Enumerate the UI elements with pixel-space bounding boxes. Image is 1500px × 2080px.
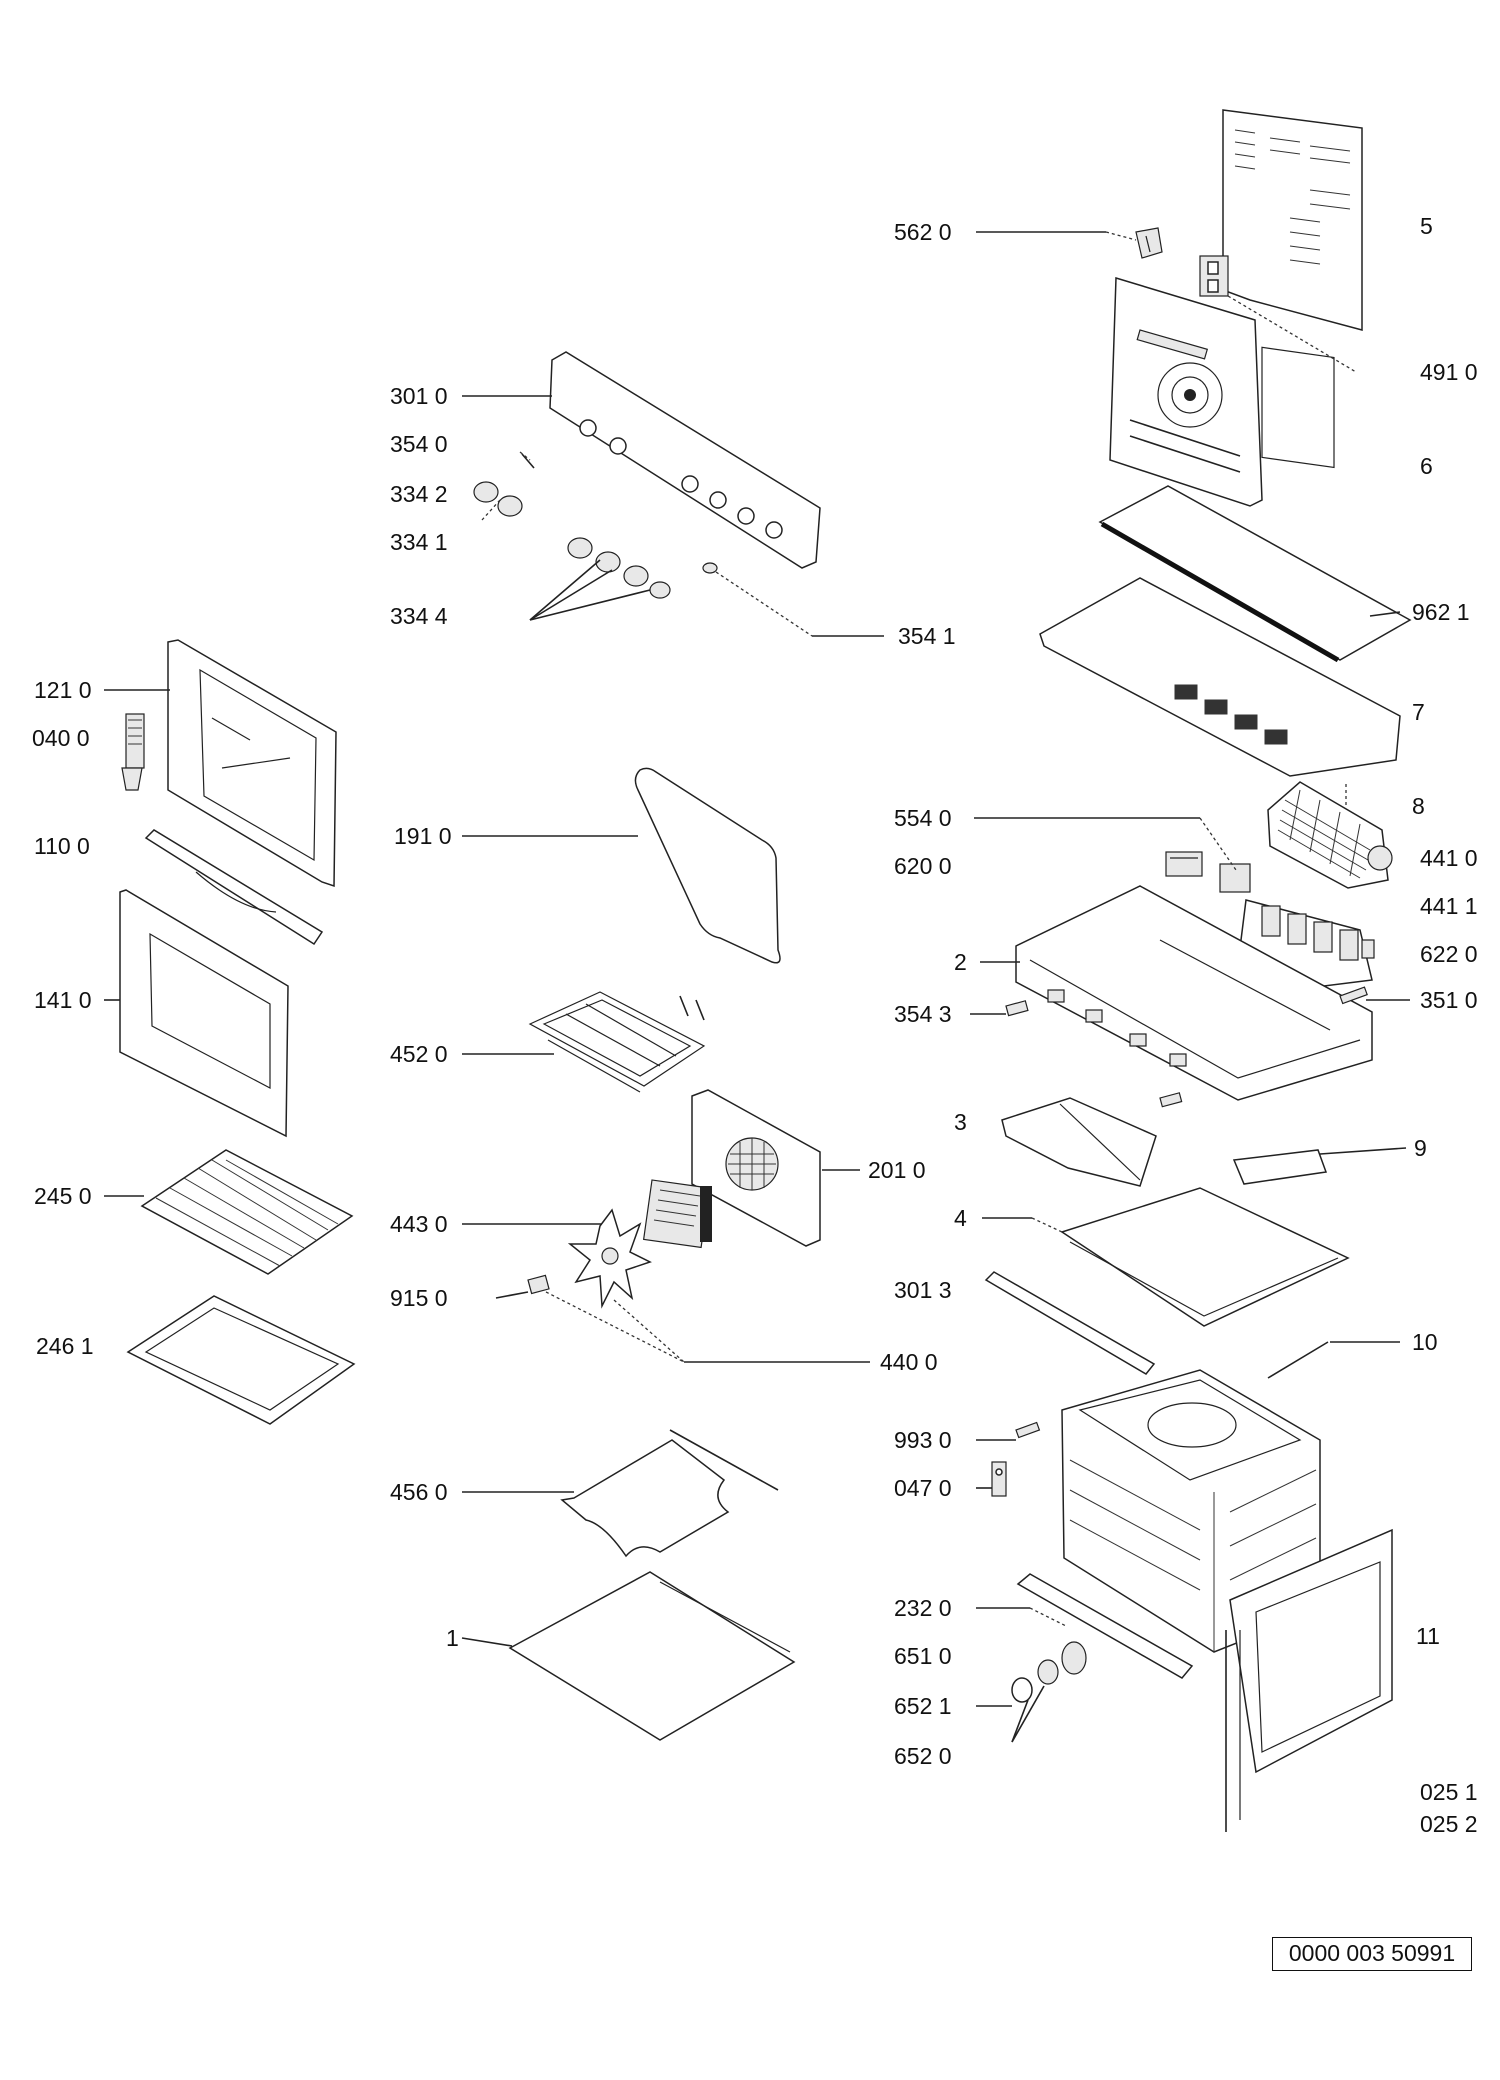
label-3: 3 — [954, 1109, 967, 1135]
part-hinge — [121, 713, 145, 791]
part-door-gasket — [634, 767, 781, 964]
part-tangential-fan — [1267, 781, 1393, 889]
label-652-0: 652 0 — [894, 1743, 952, 1769]
part-rear-label-panel — [1222, 109, 1363, 469]
label-5: 5 — [1420, 213, 1433, 239]
label-10: 10 — [1412, 1329, 1438, 1355]
part-spacer — [702, 562, 718, 574]
label-2: 2 — [954, 949, 967, 975]
label-201-0: 201 0 — [868, 1157, 926, 1183]
label-1: 1 — [446, 1625, 459, 1651]
part-switch-assembly — [1165, 851, 1251, 893]
label-301-3: 301 3 — [894, 1277, 952, 1303]
part-long-rail — [984, 1271, 1156, 1375]
label-040-0: 040 0 — [32, 725, 90, 751]
label-334-4: 334 4 — [390, 603, 448, 629]
part-back-panel — [1109, 276, 1263, 507]
part-bracket-plate — [1001, 1097, 1157, 1187]
label-025-2: 025 2 — [1420, 1811, 1478, 1837]
part-switch-bank — [1239, 899, 1375, 987]
label-121-0: 121 0 — [34, 677, 92, 703]
part-door-frame — [167, 639, 337, 888]
label-443-0: 443 0 — [390, 1211, 448, 1237]
part-small-spring — [1015, 1421, 1041, 1439]
part-lamp-holder — [1011, 1641, 1087, 1703]
label-245-0: 245 0 — [34, 1183, 92, 1209]
part-insulation-sheet — [1098, 485, 1412, 663]
label-354-0: 354 0 — [390, 431, 448, 457]
label-301-0: 301 0 — [390, 383, 448, 409]
label-554-0: 554 0 — [894, 805, 952, 831]
part-door-handle — [144, 829, 324, 946]
part-small-screw — [1159, 1092, 1183, 1108]
label-491-0: 491 0 — [1420, 359, 1478, 385]
label-354-3: 354 3 — [894, 1001, 952, 1027]
label-651-0: 651 0 — [894, 1643, 952, 1669]
part-inner-door — [119, 889, 289, 1138]
part-fan-nut — [527, 1274, 550, 1295]
part-bottom-rail — [1016, 1573, 1194, 1679]
label-246-1: 246 1 — [36, 1333, 94, 1359]
label-351-0: 351 0 — [1420, 987, 1478, 1013]
part-knobs — [473, 481, 671, 599]
part-control-panel — [549, 351, 821, 569]
part-control-frame — [1015, 885, 1373, 1101]
label-4: 4 — [954, 1205, 967, 1231]
part-thin-rod — [1267, 1341, 1329, 1379]
part-side-panel — [1225, 1528, 1393, 1832]
part-small-rail — [1232, 1149, 1328, 1185]
label-232-0: 232 0 — [894, 1595, 952, 1621]
label-11: 11 — [1416, 1623, 1440, 1649]
label-354-1: 354 1 — [898, 623, 956, 649]
label-915-0: 915 0 — [390, 1285, 448, 1311]
part-wire-shelf — [140, 1149, 354, 1275]
label-7: 7 — [1412, 699, 1425, 725]
part-screw — [1005, 1000, 1029, 1017]
part-terminal-block — [1199, 255, 1229, 297]
part-fan-cover — [691, 1089, 821, 1247]
label-562-0: 562 0 — [894, 219, 952, 245]
label-025-1: 025 1 — [1420, 1779, 1478, 1805]
leader-lines — [104, 231, 1410, 1743]
part-fan-blade — [567, 1208, 652, 1309]
label-456-0: 456 0 — [390, 1479, 448, 1505]
label-334-1: 334 1 — [390, 529, 448, 555]
document-reference-number: 0000 003 50991 — [1272, 1937, 1472, 1971]
label-441-0: 441 0 — [1420, 845, 1478, 871]
label-191-0: 191 0 — [394, 823, 452, 849]
part-fan-motor — [642, 1179, 712, 1249]
part-labels: 562 0 5 491 0 6 301 0 354 0 334 2 334 1 … — [32, 213, 1478, 1837]
part-latch — [991, 1461, 1007, 1497]
part-small-bracket — [1135, 227, 1163, 259]
label-8: 8 — [1412, 793, 1425, 819]
part-baking-tray — [126, 1295, 356, 1425]
part-grill-element — [528, 991, 706, 1093]
label-962-1: 962 1 — [1412, 599, 1470, 625]
label-441-1: 441 1 — [1420, 893, 1478, 919]
label-620-0: 620 0 — [894, 853, 952, 879]
label-652-1: 652 1 — [894, 1693, 952, 1719]
part-pin — [1339, 986, 1368, 1005]
label-110-0: 110 0 — [34, 833, 90, 859]
part-knob-pin — [521, 453, 535, 469]
label-047-0: 047 0 — [894, 1475, 952, 1501]
label-622-0: 622 0 — [1420, 941, 1478, 967]
part-top-cover — [1039, 577, 1401, 777]
part-bottom-panel — [508, 1571, 796, 1741]
label-440-0: 440 0 — [880, 1349, 938, 1375]
label-334-2: 334 2 — [390, 481, 448, 507]
label-993-0: 993 0 — [894, 1427, 952, 1453]
part-bottom-tray — [1060, 1187, 1350, 1327]
label-9: 9 — [1414, 1135, 1427, 1161]
label-141-0: 141 0 — [34, 987, 92, 1013]
part-lower-element — [560, 1429, 779, 1558]
label-452-0: 452 0 — [390, 1041, 448, 1067]
label-6: 6 — [1420, 453, 1433, 479]
